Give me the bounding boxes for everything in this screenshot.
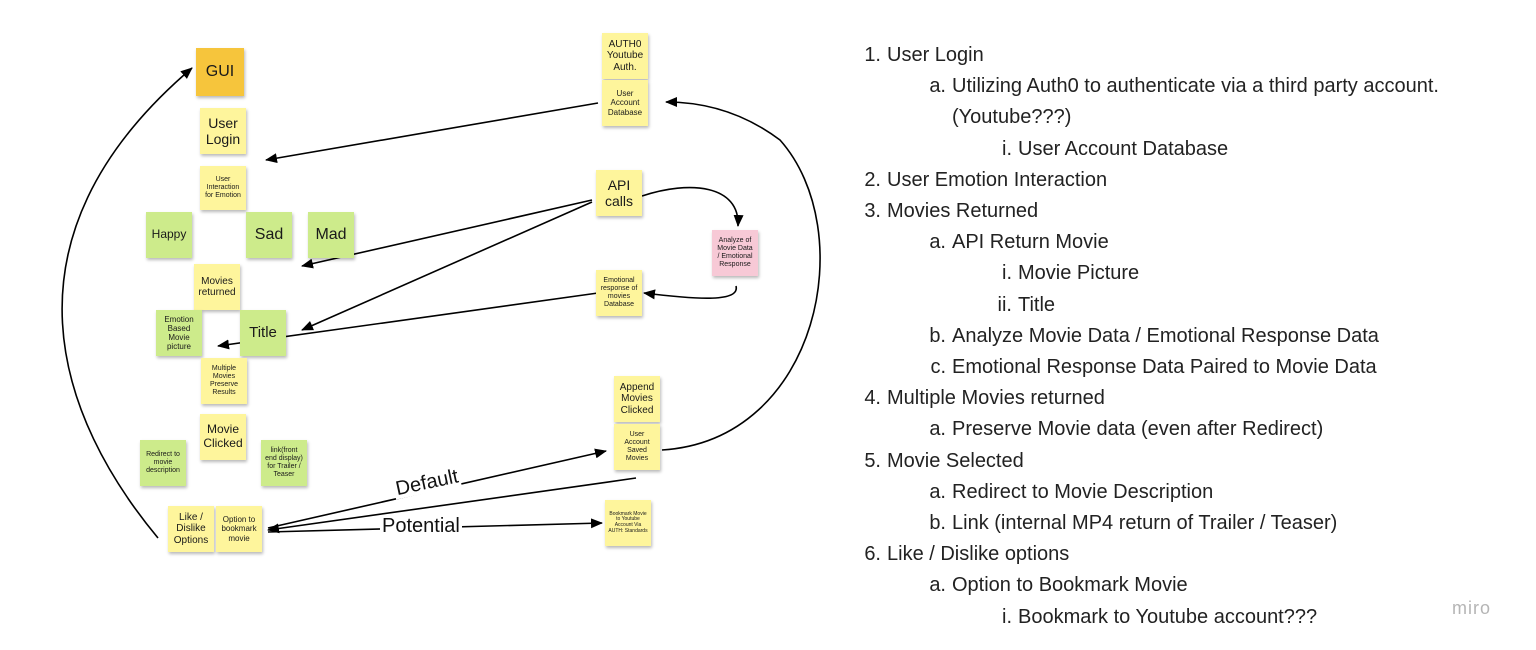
outline-item-number: ii.: [997, 293, 1012, 316]
outline-item-text: (Youtube???): [952, 106, 1072, 129]
note-emotion-picture[interactable]: Emotion Based Movie picture: [156, 310, 202, 356]
outline-item-text: User Account Database: [1018, 137, 1229, 160]
note-emotional-database[interactable]: Emotional response of movies Database: [596, 270, 642, 316]
note-movie-clicked[interactable]: Movie Clicked: [200, 414, 246, 460]
arrow-userdb-to-login: [265, 102, 599, 164]
outline-item-number: a.: [929, 231, 946, 254]
outline-item-text: Analyze Movie Data / Emotional Response …: [952, 324, 1379, 347]
note-user-interaction[interactable]: User Interaction for Emotion: [200, 166, 246, 210]
outline-item-number: 3.: [864, 200, 881, 222]
note-bookmark-youtube[interactable]: Bookmark Movie to Youtube Account Via AU…: [605, 500, 651, 546]
note-sad[interactable]: Sad: [246, 212, 292, 258]
outline-item-text: User Login: [887, 44, 984, 66]
outline-item-text: Like / Dislike options: [887, 543, 1070, 566]
note-movies-returned[interactable]: Movies returned: [194, 264, 240, 310]
note-append-movies[interactable]: Append Movies Clicked: [614, 376, 660, 422]
outline-item-text: API Return Movie: [952, 231, 1109, 254]
label-potential: Potential: [380, 515, 462, 537]
miro-logo: miro: [1452, 598, 1491, 618]
outline-item-number: a.: [929, 75, 946, 98]
outline-item-text: Bookmark to Youtube account???: [1018, 605, 1318, 628]
outline-item-text: Movies Returned: [887, 200, 1039, 222]
arrow-saved-to-userdb: [661, 97, 821, 451]
outline-item-number: 4.: [864, 387, 881, 410]
outline-item-text: Utilizing Auth0 to authenticate via a th…: [952, 75, 1439, 98]
arrow-api-to-title: [301, 201, 593, 331]
outline-item-text: Preserve Movie data (even after Redirect…: [952, 418, 1324, 441]
outline-item-text: Movie Selected: [887, 449, 1024, 472]
note-bookmark-option[interactable]: Option to bookmark movie: [216, 506, 262, 552]
note-link-trailer[interactable]: link(front end display) for Trailer / Te…: [261, 440, 307, 486]
outline-item-text: Emotional Response Data Paired to Movie …: [952, 356, 1377, 378]
outline-item-text: Multiple Movies returned: [887, 387, 1105, 410]
note-gui[interactable]: GUI: [196, 48, 244, 96]
note-user-account-database[interactable]: User Account Database: [602, 80, 648, 126]
outline-item-number: 1.: [864, 44, 881, 66]
outline-item-text: Title: [1018, 293, 1056, 316]
note-redirect[interactable]: Redirect to movie description: [140, 440, 186, 486]
note-title[interactable]: Title: [240, 310, 286, 356]
outline-item-text: Option to Bookmark Movie: [952, 574, 1188, 597]
arrow-like-to-gui: [61, 67, 193, 539]
outline-item-number: i.: [1002, 605, 1012, 628]
outline-item-number: 2.: [864, 168, 881, 191]
outline-item-number: 6.: [864, 543, 881, 566]
outline-item-text: Link (internal MP4 return of Trailer / T…: [952, 512, 1338, 534]
outline-item-text: User Emotion Interaction: [887, 168, 1108, 191]
note-user-login[interactable]: User Login: [200, 108, 246, 154]
outline-item-number: c.: [930, 356, 946, 378]
outline-item-number: 5.: [864, 449, 881, 472]
outline-item-number: i.: [1002, 137, 1012, 160]
outline-item-text: Movie Picture: [1018, 262, 1140, 285]
note-multiple-movies[interactable]: Multiple Movies Preserve Results: [201, 358, 247, 404]
outline-item-text: Redirect to Movie Description: [952, 480, 1214, 503]
note-analyze[interactable]: Analyze of Movie Data / Emotional Respon…: [712, 230, 758, 276]
note-auth0[interactable]: AUTH0 Youtube Auth.: [602, 33, 648, 79]
note-mad[interactable]: Mad: [308, 212, 354, 258]
arrow-api-to-analyze: [641, 186, 744, 227]
outline-item-number: i.: [1002, 262, 1012, 285]
note-user-saved-movies[interactable]: User Account Saved Movies: [614, 424, 660, 470]
outline-item-number: b.: [929, 512, 946, 534]
outline-item-number: a.: [929, 574, 946, 597]
arrow-analyze-to-emotionaldb: [643, 285, 737, 300]
outline-item-number: b.: [929, 324, 946, 347]
outline-item-number: a.: [929, 480, 946, 503]
note-happy[interactable]: Happy: [146, 212, 192, 258]
note-like-dislike[interactable]: Like / Dislike Options: [168, 506, 214, 552]
note-api-calls[interactable]: API calls: [596, 170, 642, 216]
outline-item-number: a.: [929, 418, 946, 441]
arrow-bookmark-to-like: [267, 477, 637, 534]
